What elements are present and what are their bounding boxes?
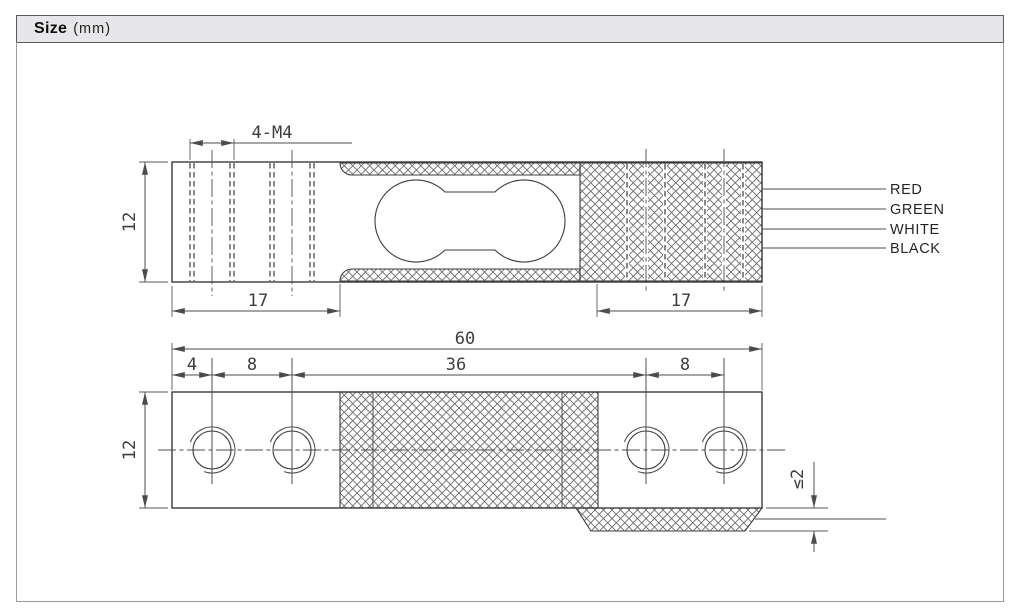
- dim-height-side: 12: [120, 161, 168, 283]
- dim-thread-text: 4-M4: [252, 123, 293, 143]
- section-title: Size: [34, 20, 68, 37]
- dim-chain: 4 8 36 8: [171, 355, 725, 378]
- cable-exit-bulge: [574, 507, 764, 532]
- dumbbell-cutout: [374, 179, 566, 263]
- dim-total-text: 60: [455, 329, 475, 349]
- body-outline-side: [171, 161, 763, 283]
- dim-height-side-text: 12: [120, 212, 140, 232]
- sealant-strip-bottom: [339, 268, 581, 282]
- thread-callout: 4-M4: [189, 123, 352, 160]
- wire-label-white: WHITE: [890, 222, 940, 238]
- sealant-strip-top: [339, 162, 581, 176]
- dim-block-left-text: 17: [248, 291, 268, 311]
- drawing-frame: 4-M4 12 17: [16, 42, 1004, 602]
- dim-total: 60: [171, 329, 763, 390]
- dim-span-text: 36: [446, 355, 466, 375]
- dim-height-plan: 12: [120, 391, 168, 509]
- mounting-holes: [189, 426, 748, 474]
- side-view: 4-M4 12 17: [120, 123, 945, 317]
- dim-edge-text: 4: [187, 355, 197, 375]
- wire-label-black: BLACK: [890, 241, 941, 257]
- hidden-hole-lines-left: [189, 163, 315, 281]
- wire-label-red: RED: [890, 182, 922, 198]
- dim-block-left: 17: [171, 284, 341, 317]
- potting-block: [579, 162, 763, 282]
- dim-block-right: 17: [596, 284, 763, 317]
- dim-block-right-text: 17: [671, 291, 691, 311]
- dim-pitch-right-text: 8: [680, 355, 690, 375]
- section-header: Size (mm): [16, 15, 1004, 43]
- wire-leads: RED GREEN WHITE BLACK: [762, 182, 945, 257]
- dim-height-plan-text: 12: [120, 440, 140, 460]
- wire-label-green: GREEN: [890, 202, 945, 218]
- dim-pitch-left-text: 8: [247, 355, 257, 375]
- plan-view: 60 4 8 36 8 12: [120, 329, 886, 552]
- hidden-hole-lines-right: [625, 164, 745, 280]
- dim-recess-text: ≤2: [788, 469, 808, 489]
- section-unit: (mm): [73, 21, 112, 37]
- cable-recess-dim: ≤2: [749, 462, 886, 552]
- technical-drawing: 4-M4 12 17: [120, 123, 945, 552]
